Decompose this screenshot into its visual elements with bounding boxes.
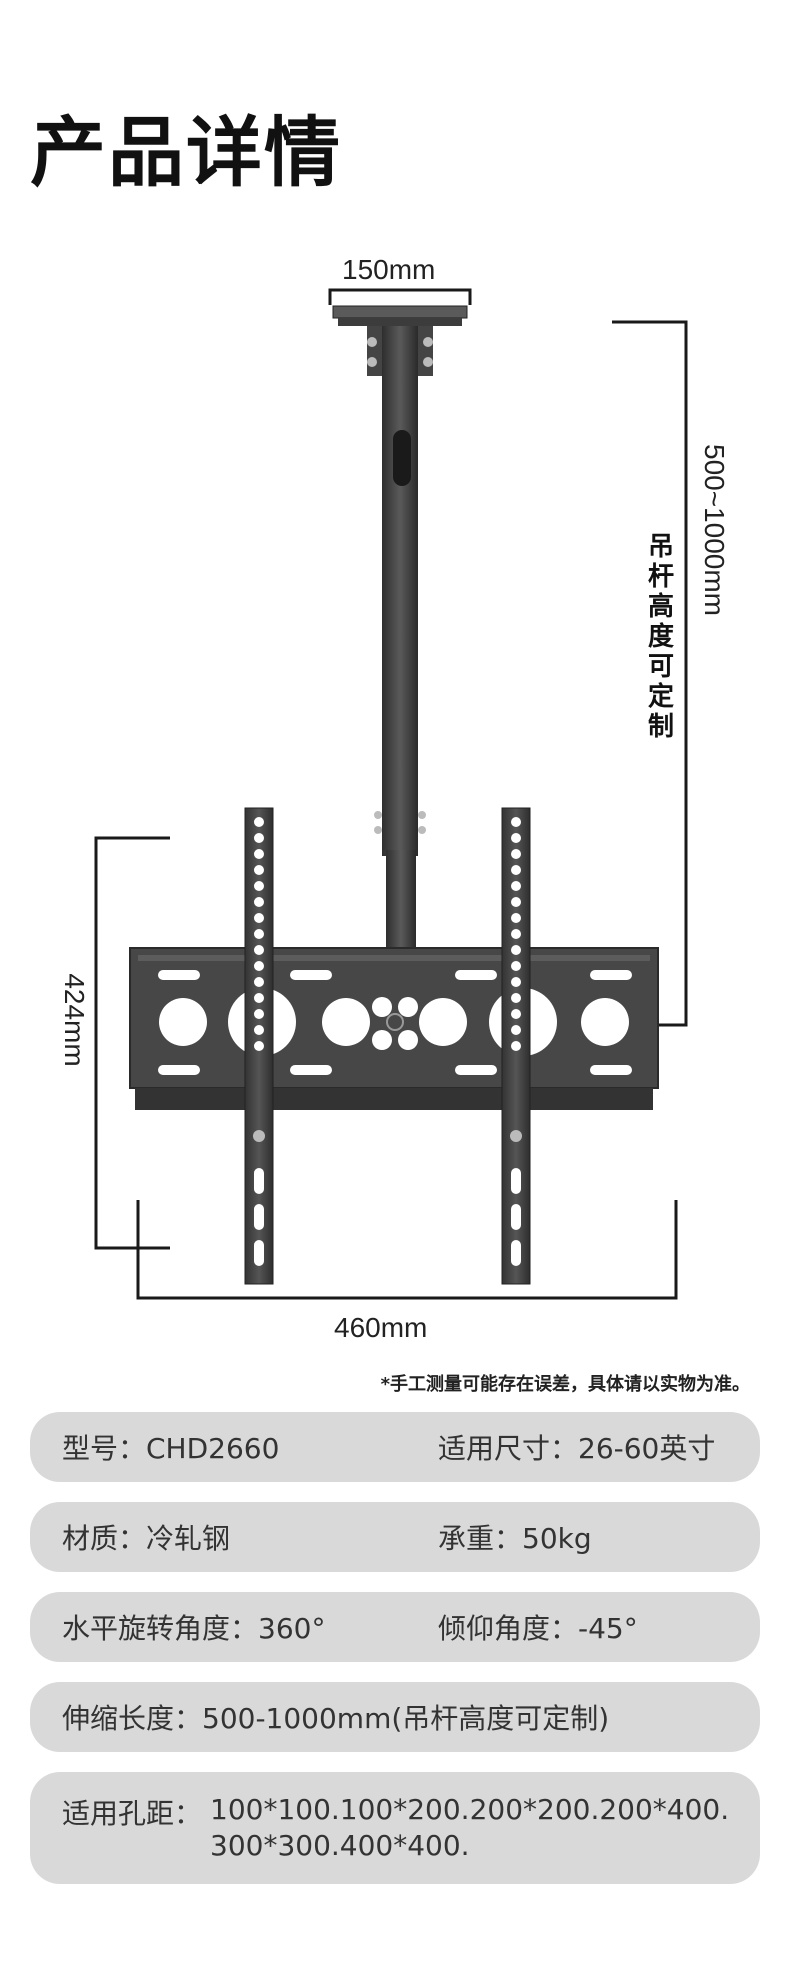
- top-width-dimension-line: [328, 288, 472, 305]
- top-width-label: 150mm: [342, 254, 436, 285]
- measurement-note: *手工测量可能存在误差，具体请以实物为准。: [380, 1374, 750, 1395]
- spec-row-extension: 伸缩长度：500-1000mm(吊杆高度可定制): [30, 1682, 760, 1752]
- page-title: 产品详情: [30, 108, 342, 197]
- ceiling-plate: [332, 305, 468, 319]
- spec-extension: 伸缩长度：500-1000mm(吊杆高度可定制): [62, 1702, 610, 1735]
- spec-vesa-line-2: 300*300.400*400.: [210, 1829, 470, 1862]
- spec-row-vesa: 适用孔距： 100*100.100*200.200*200.200*400. 3…: [30, 1772, 760, 1884]
- spec-model: 型号：CHD2660: [62, 1432, 280, 1465]
- spec-screen-size: 适用尺寸：26-60英寸: [438, 1432, 716, 1465]
- product-diagram: [94, 288, 688, 1300]
- spec-row-material: 材质：冷轧钢 承重：50kg: [30, 1502, 760, 1572]
- spec-tilt: 倾仰角度：-45°: [438, 1612, 638, 1645]
- spec-load: 承重：50kg: [438, 1522, 592, 1555]
- spec-row-model: 型号：CHD2660 适用尺寸：26-60英寸: [30, 1412, 760, 1482]
- bracket-width-label: 460mm: [334, 1312, 428, 1343]
- pole-note-label: 吊杆高度可定制: [648, 532, 675, 742]
- width-dimension-line: [136, 1200, 678, 1300]
- telescopic-pole: [382, 326, 418, 856]
- spec-vesa-line-1: 100*100.100*200.200*200.200*400.: [210, 1793, 730, 1826]
- mounting-plate: [129, 947, 659, 1089]
- spec-material: 材质：冷轧钢: [62, 1522, 231, 1555]
- height-dimension-line: [94, 836, 170, 1250]
- spec-row-rotation: 水平旋转角度：360° 倾仰角度：-45°: [30, 1592, 760, 1662]
- spec-vesa-values: 100*100.100*200.200*200.200*400. 300*300…: [210, 1792, 729, 1864]
- spec-vesa-label: 适用孔距：: [62, 1797, 203, 1830]
- pole-length-label: 500~1000mm: [699, 443, 730, 617]
- spec-rotation: 水平旋转角度：360°: [62, 1612, 326, 1645]
- bracket-height-label: 424mm: [59, 973, 90, 1067]
